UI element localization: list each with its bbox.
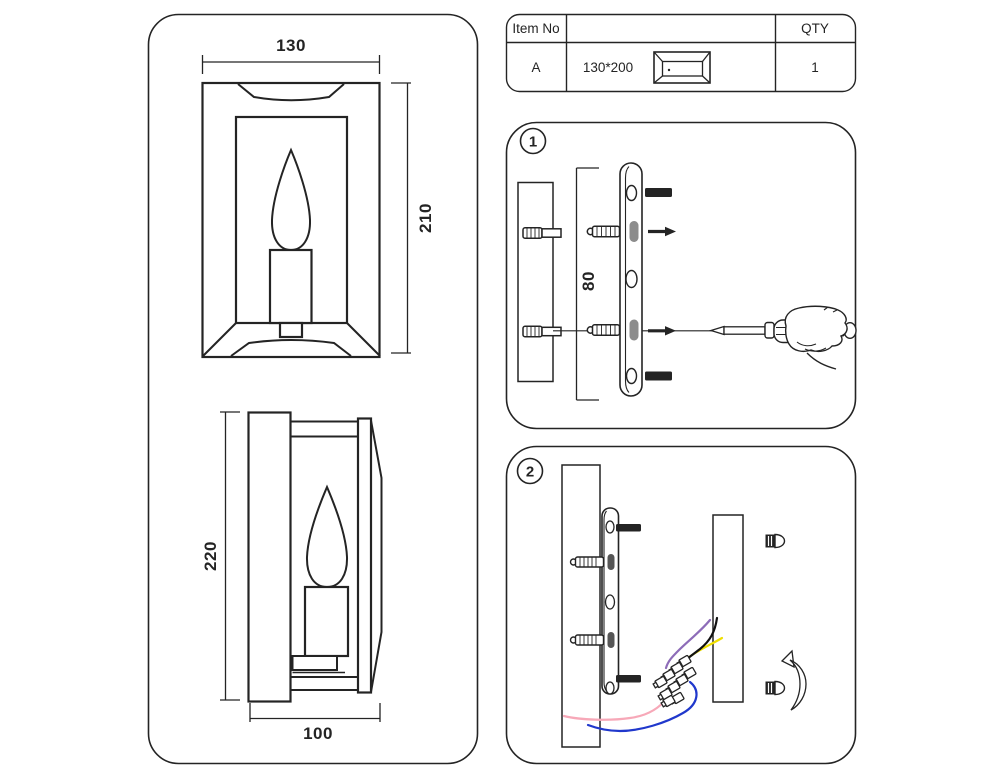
candle-bulb-side <box>291 484 350 674</box>
step-2-panel: 2 <box>505 445 857 765</box>
hand <box>784 305 848 370</box>
cap-nut <box>764 533 786 549</box>
screw <box>569 556 605 568</box>
plate-hole <box>605 681 615 695</box>
parts-table: Item No QTY A 130*200 1 <box>505 13 857 93</box>
screw <box>569 634 605 646</box>
table-header-qty: QTY <box>801 21 829 36</box>
plate-hole <box>625 269 638 289</box>
wall-anchor <box>586 324 621 336</box>
cap-nut <box>764 680 786 696</box>
dimension-side-height: 220 <box>201 411 240 701</box>
panel-border <box>505 121 857 430</box>
table-header-item-no: Item No <box>512 21 559 36</box>
wall-anchor <box>522 227 562 239</box>
dimension-hole-spacing: 80 <box>575 167 599 401</box>
plate-slot <box>629 319 639 341</box>
plate-hole <box>605 520 615 534</box>
mounting-plate <box>619 162 643 397</box>
wall-anchor <box>522 325 562 338</box>
panel-border <box>505 445 857 765</box>
wire-pink <box>562 696 669 721</box>
stud-bolt <box>616 524 641 532</box>
front-view-drawing: 130 210 <box>201 36 435 359</box>
side-depth-label: 100 <box>303 724 333 743</box>
wiring <box>562 616 724 733</box>
hole-spacing-label: 80 <box>579 271 598 291</box>
front-height-label: 210 <box>416 203 435 233</box>
side-height-label: 220 <box>201 541 220 571</box>
dimension-side-depth: 100 <box>249 703 381 743</box>
step-2-number: 2 <box>526 464 534 481</box>
wire-purple <box>664 618 712 670</box>
rotate-icon <box>780 649 807 711</box>
wall-lamp-side-outline <box>247 411 383 703</box>
arrow-right-icon <box>648 326 676 336</box>
dimensions-panel: 130 210 <box>147 13 479 765</box>
step-1-panel: 1 80 <box>505 121 857 430</box>
wire-blue <box>586 680 698 733</box>
dimension-front-width: 130 <box>201 36 381 74</box>
wall-board <box>517 181 554 383</box>
plate-slot <box>607 632 615 648</box>
plate-slot <box>629 221 639 242</box>
plate-hole <box>604 594 616 610</box>
plate-hole <box>625 184 638 202</box>
table-cell-item-no: A <box>531 60 540 75</box>
table-cell-qty: 1 <box>811 60 819 75</box>
side-view-drawing: 220 100 <box>201 411 383 743</box>
front-width-label: 130 <box>276 36 306 55</box>
stud-bolt <box>616 675 641 683</box>
step-1-number: 1 <box>529 134 537 151</box>
mounting-plate <box>601 507 620 695</box>
wall-anchor <box>586 225 621 238</box>
screw <box>645 188 672 197</box>
plate-slot <box>607 554 615 570</box>
table-cell-size: 130*200 <box>583 60 633 75</box>
dimension-front-height: 210 <box>391 82 435 354</box>
step-1-badge: 1 <box>519 127 547 155</box>
plate-hole <box>625 367 638 385</box>
step-2-badge: 2 <box>516 457 544 485</box>
wall-board <box>561 464 601 748</box>
wall-lamp-front-outline <box>201 81 381 359</box>
screw <box>645 371 672 381</box>
candle-bulb-front <box>268 147 313 339</box>
lamp-back-plate <box>712 514 744 703</box>
frame-icon <box>653 51 711 84</box>
arrow-right-icon <box>648 226 676 237</box>
